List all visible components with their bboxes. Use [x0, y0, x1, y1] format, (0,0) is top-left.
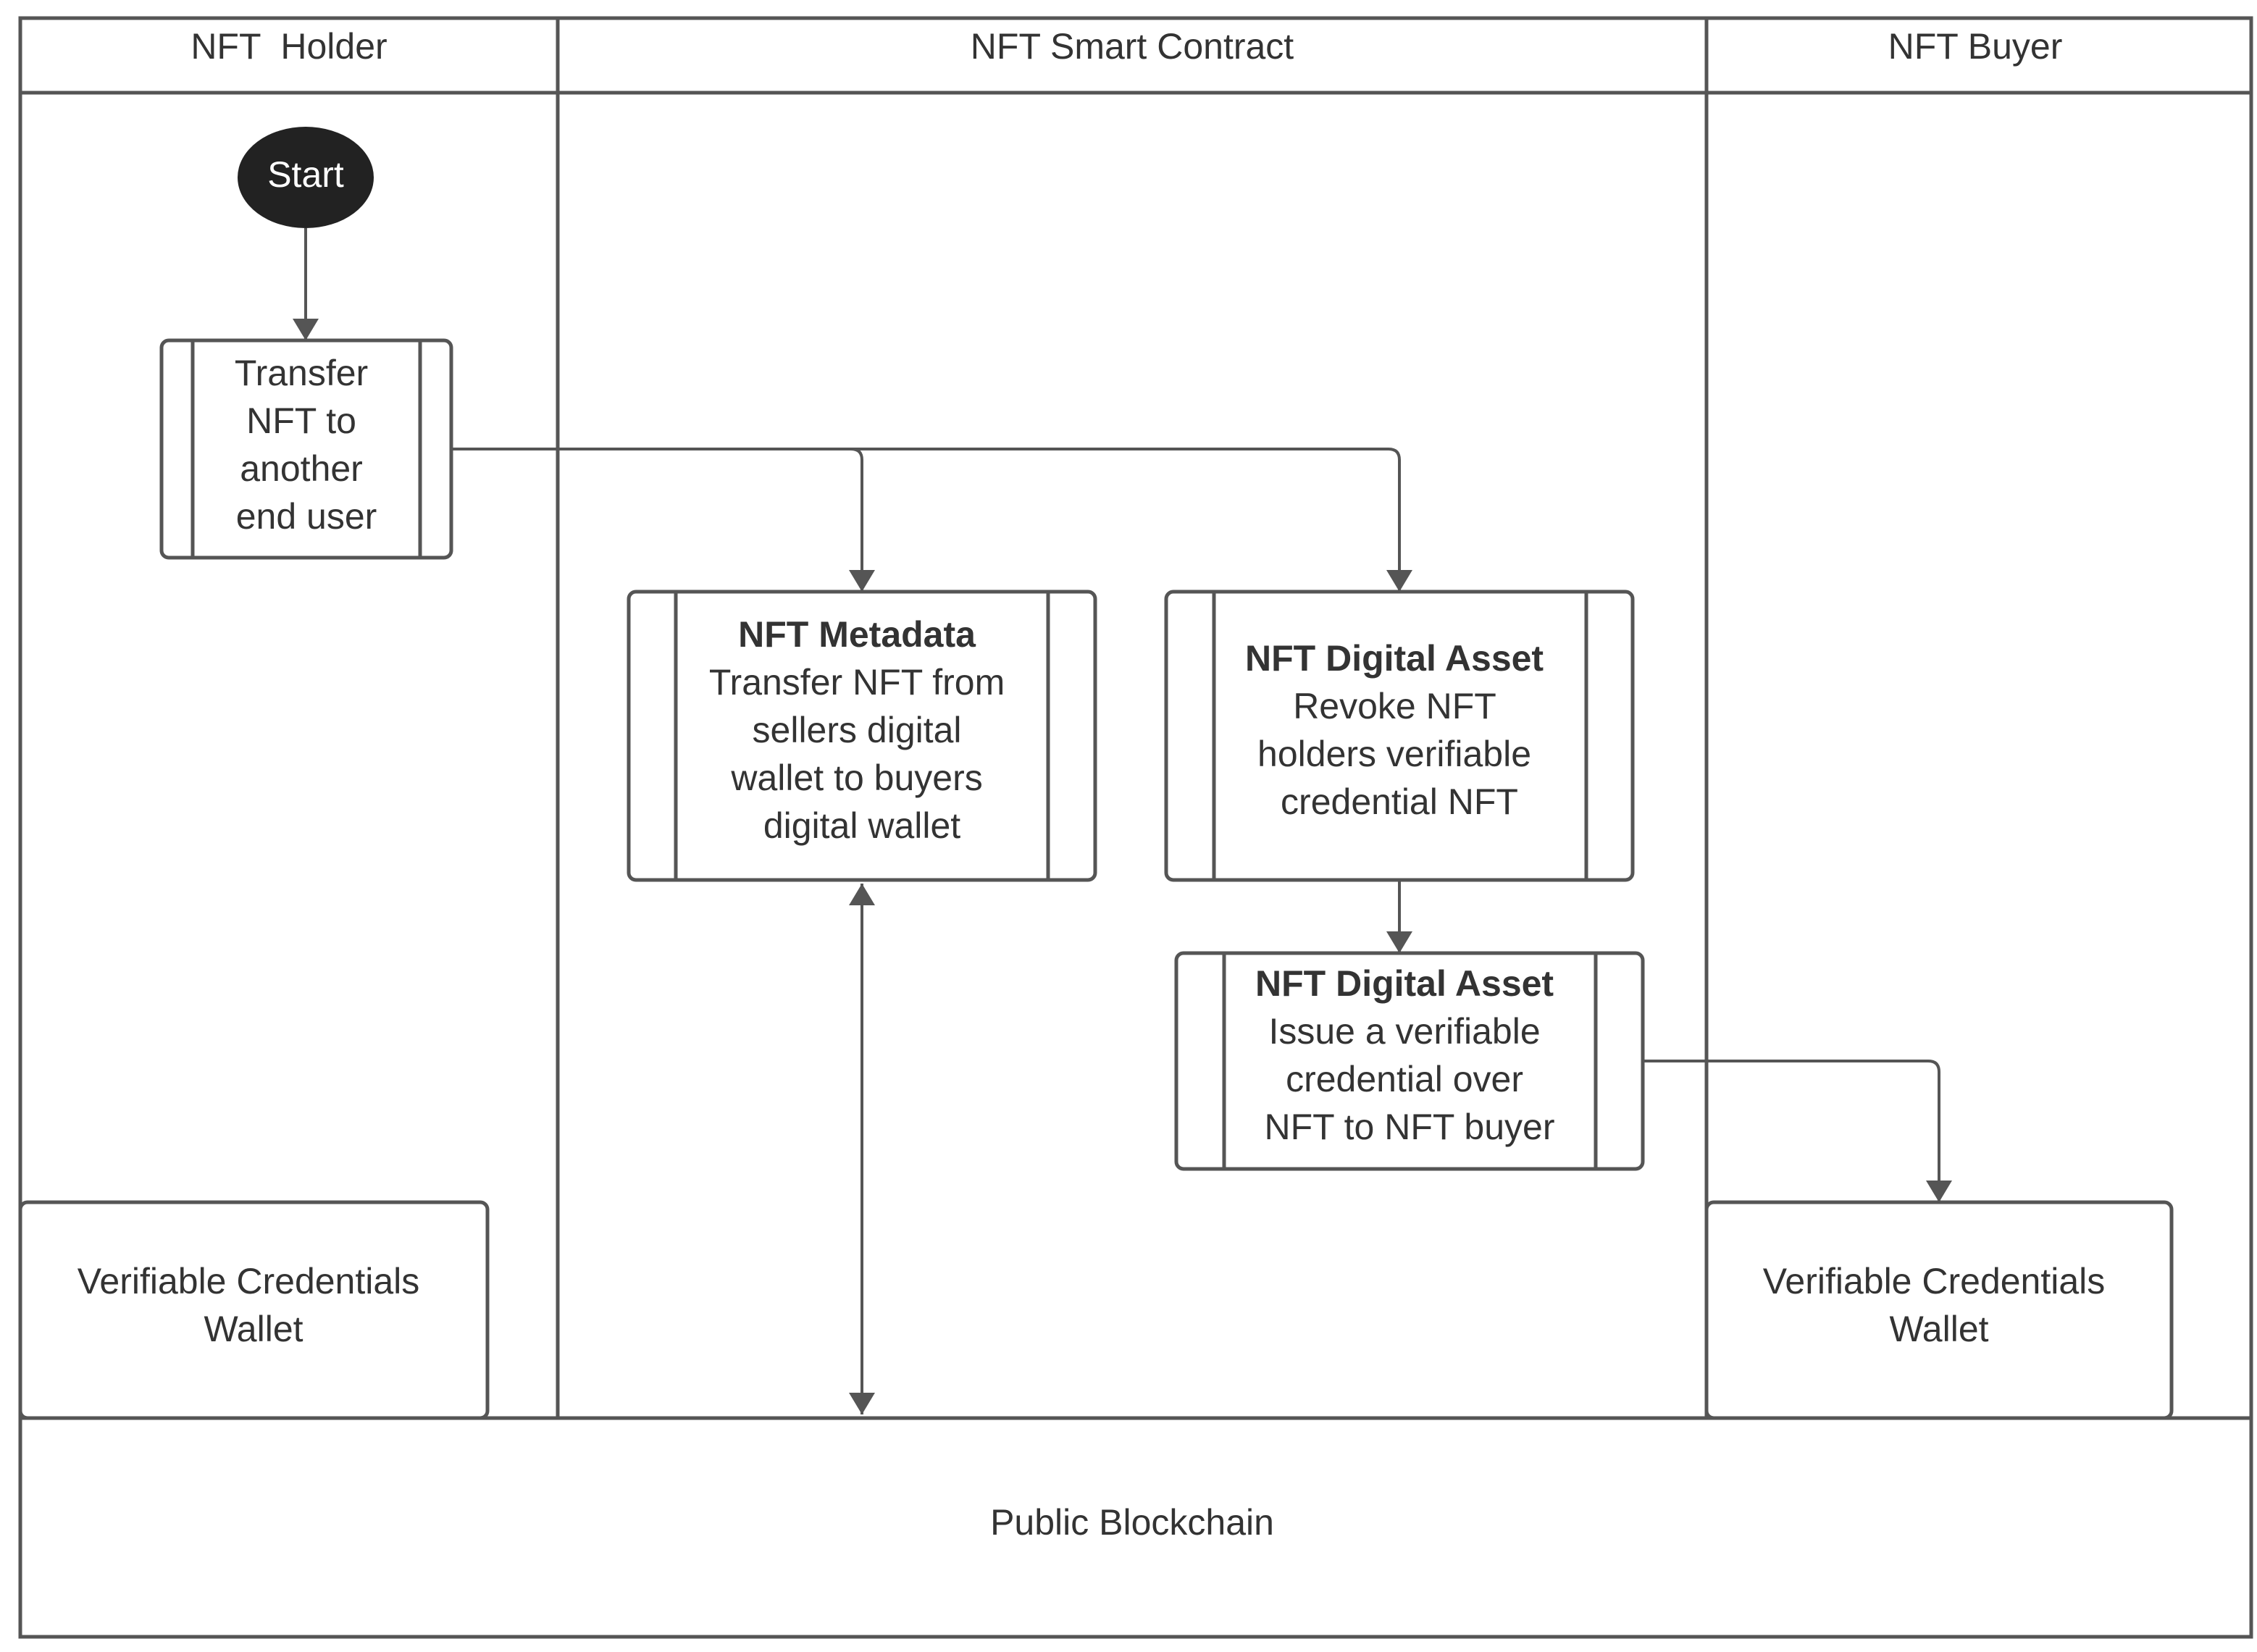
- issue-line: Issue a verifiable: [1268, 1011, 1540, 1052]
- transfer-text: Transfer NFT to another end user: [235, 353, 378, 537]
- transfer-line: Transfer: [235, 353, 368, 393]
- start-node: Start: [238, 127, 374, 228]
- issue-line: credential over: [1286, 1059, 1523, 1099]
- edge-transfer-to-revoke: [851, 448, 1412, 592]
- blockchain-area: Public Blockchain: [990, 1502, 1274, 1543]
- holder-wallet-line: Wallet: [204, 1309, 303, 1349]
- transfer-line: end user: [236, 496, 377, 537]
- revoke-process: NFT Digital Asset Revoke NFT holders ver…: [1164, 590, 1635, 882]
- lane-headers: NFT Holder NFT Smart Contract NFT Buyer: [190, 26, 2062, 67]
- revoke-line: credential NFT: [1281, 781, 1518, 822]
- metadata-line: digital wallet: [763, 805, 960, 846]
- issue-text: NFT Digital Asset Issue a verifiable cre…: [1255, 963, 1564, 1147]
- transfer-process: Transfer NFT to another end user: [159, 338, 453, 560]
- revoke-title: NFT Digital Asset: [1245, 638, 1544, 679]
- buyer-wallet-text: Verifiable Credentials Wallet: [1763, 1261, 2115, 1349]
- start-label: Start: [267, 154, 344, 195]
- holder-wallet: Verifiable Credentials Wallet: [18, 1200, 490, 1420]
- metadata-line: wallet to buyers: [730, 758, 982, 798]
- start-ellipse: [238, 127, 374, 228]
- edge-issue-to-buyer-wallet: [1643, 1060, 1952, 1202]
- edge-transfer-to-metadata: [451, 448, 875, 592]
- buyer-wallet: Verifiable Credentials Wallet: [1704, 1200, 2174, 1420]
- blockchain-label: Public Blockchain: [990, 1502, 1274, 1543]
- lane-header-contract: NFT Smart Contract: [971, 26, 1294, 67]
- metadata-title: NFT Metadata: [738, 614, 976, 655]
- holder-wallet-line: Verifiable Credentials: [78, 1261, 420, 1301]
- transfer-line: another: [240, 448, 363, 489]
- holder-wallet-box: [18, 1200, 490, 1420]
- lane-header-holder: NFT Holder: [190, 26, 387, 67]
- holder-wallet-text: Verifiable Credentials Wallet: [78, 1261, 430, 1349]
- connectors: [293, 228, 1952, 1414]
- buyer-wallet-line: Verifiable Credentials: [1763, 1261, 2106, 1301]
- issue-process: NFT Digital Asset Issue a verifiable cre…: [1174, 951, 1645, 1171]
- revoke-line: Revoke NFT: [1293, 686, 1496, 726]
- revoke-line: holders verifiable: [1257, 734, 1531, 774]
- metadata-line: sellers digital: [753, 710, 962, 750]
- metadata-process: NFT Metadata Transfer NFT from sellers d…: [627, 590, 1097, 882]
- transfer-line: NFT to: [246, 401, 356, 441]
- issue-title: NFT Digital Asset: [1255, 963, 1554, 1004]
- issue-line: NFT to NFT buyer: [1264, 1107, 1554, 1147]
- diagram-frame: [18, 16, 2253, 1639]
- metadata-line: Transfer NFT from: [709, 662, 1005, 703]
- buyer-wallet-line: Wallet: [1889, 1309, 1988, 1349]
- revoke-text: NFT Digital Asset Revoke NFT holders ver…: [1245, 638, 1554, 822]
- lane-header-buyer: NFT Buyer: [1888, 26, 2063, 67]
- metadata-text: NFT Metadata Transfer NFT from sellers d…: [709, 614, 1015, 846]
